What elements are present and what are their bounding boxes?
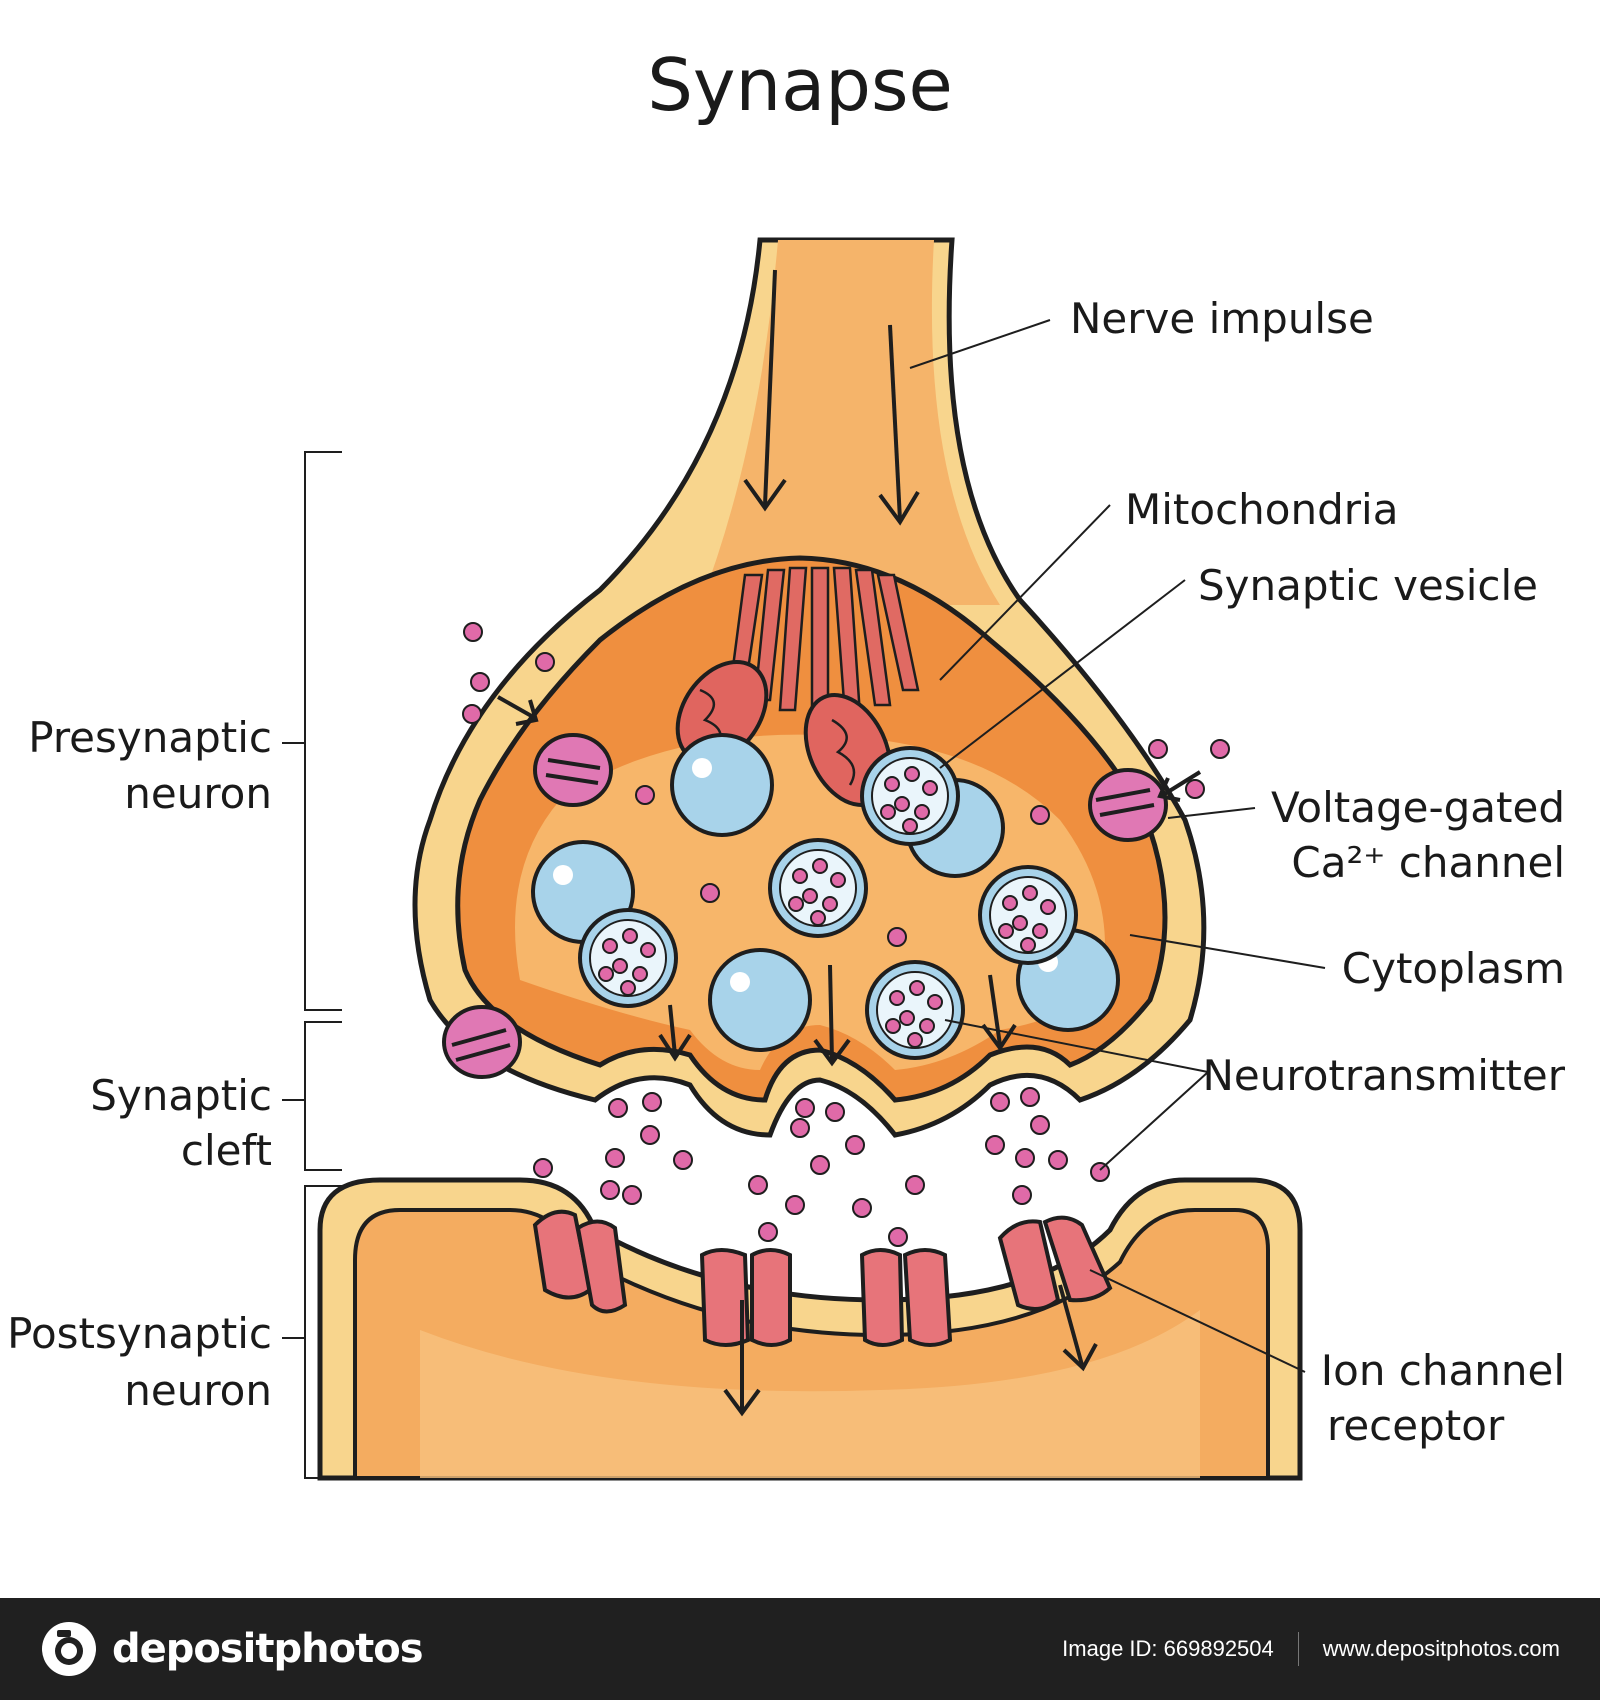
- leader-ion-channel: [1089, 1269, 1306, 1373]
- receptor-4: [997, 1215, 1113, 1311]
- label-voltage-gated-line1: Voltage-gated: [1271, 783, 1565, 832]
- synapse-diagram: Synapse: [7, 43, 1566, 1481]
- leader-neurotransmitter-b: [1099, 1071, 1209, 1171]
- image-id: Image ID: 669892504: [1062, 1636, 1274, 1661]
- label-nerve-impulse: Nerve impulse: [1070, 294, 1374, 343]
- receptor-flow-arrows: [723, 1284, 1098, 1417]
- presynaptic-stalk-fill: [700, 240, 1000, 605]
- leader-cytoplasm: [1129, 934, 1326, 969]
- label-ion-channel-line2: receptor: [1327, 1401, 1505, 1450]
- release-arrows: [658, 964, 1017, 1067]
- label-presynaptic-line1: Presynaptic: [28, 713, 272, 762]
- label-postsynaptic-line1: Postsynaptic: [7, 1309, 272, 1358]
- postsynaptic-inner-highlight: [420, 1310, 1200, 1478]
- nerve-impulse-arrows: [743, 269, 920, 526]
- label-synaptic-vesicle: Synaptic vesicle: [1198, 561, 1538, 610]
- label-synaptic-cleft-line2: cleft: [181, 1126, 272, 1175]
- microtubule-filaments: [728, 566, 920, 722]
- region-brackets: [282, 451, 342, 1479]
- ca-ions: [462, 622, 1230, 799]
- presynaptic-neuron: [412, 237, 1230, 1138]
- cytoplasm-neurotransmitters: [635, 785, 1050, 947]
- receptor-2: [699, 1248, 792, 1347]
- label-synaptic-cleft-line1: Synaptic: [90, 1071, 272, 1120]
- leader-neurotransmitter-a: [944, 1019, 1209, 1073]
- label-cytoplasm: Cytoplasm: [1342, 944, 1565, 993]
- leader-synaptic-vesicle: [939, 579, 1186, 769]
- label-postsynaptic-line2: neuron: [124, 1366, 272, 1415]
- label-voltage-gated-line2: Ca²⁺ channel: [1291, 838, 1565, 887]
- leader-mitochondria: [939, 504, 1111, 681]
- empty-vesicles: [531, 733, 1120, 1052]
- ca-channel-left: [533, 733, 613, 807]
- label-neurotransmitter: Neurotransmitter: [1202, 1051, 1565, 1100]
- synaptic-vesicles: [578, 746, 1078, 1060]
- meta-divider: [1297, 1632, 1299, 1666]
- ca-entry-arrows: [497, 695, 1202, 802]
- camera-logo-icon: [42, 1622, 96, 1676]
- voltage-gated-ca-channels: [442, 733, 1168, 1079]
- website-link[interactable]: www.depositphotos.com: [1322, 1636, 1560, 1661]
- bracket-postsynaptic: [282, 1185, 342, 1479]
- bracket-presynaptic: [282, 451, 342, 1011]
- brand-name: depositphotos: [112, 1626, 424, 1672]
- label-presynaptic-line2: neuron: [124, 769, 272, 818]
- footer-bar: depositphotos Image ID: 669892504 www.de…: [0, 1598, 1600, 1700]
- leader-ca-channel: [1167, 807, 1256, 819]
- label-ion-channel-line1: Ion channel: [1321, 1346, 1565, 1395]
- cleft-neurotransmitters: [533, 1087, 1110, 1247]
- ca-channel-bottom: [442, 1005, 522, 1079]
- receptor-1: [532, 1209, 628, 1314]
- brand[interactable]: depositphotos: [40, 1620, 424, 1678]
- leader-nerve-impulse: [909, 319, 1051, 369]
- bracket-synaptic-cleft: [282, 1021, 342, 1171]
- ca-channel-right: [1088, 768, 1168, 842]
- label-mitochondria: Mitochondria: [1125, 485, 1398, 534]
- postsynaptic-neuron: [317, 1177, 1303, 1481]
- leader-lines: [909, 319, 1326, 1373]
- ion-channel-receptors: [532, 1209, 1113, 1347]
- receptor-3: [859, 1248, 953, 1347]
- image-meta: Image ID: 669892504 www.depositphotos.co…: [1062, 1632, 1560, 1666]
- diagram-title: Synapse: [647, 43, 953, 127]
